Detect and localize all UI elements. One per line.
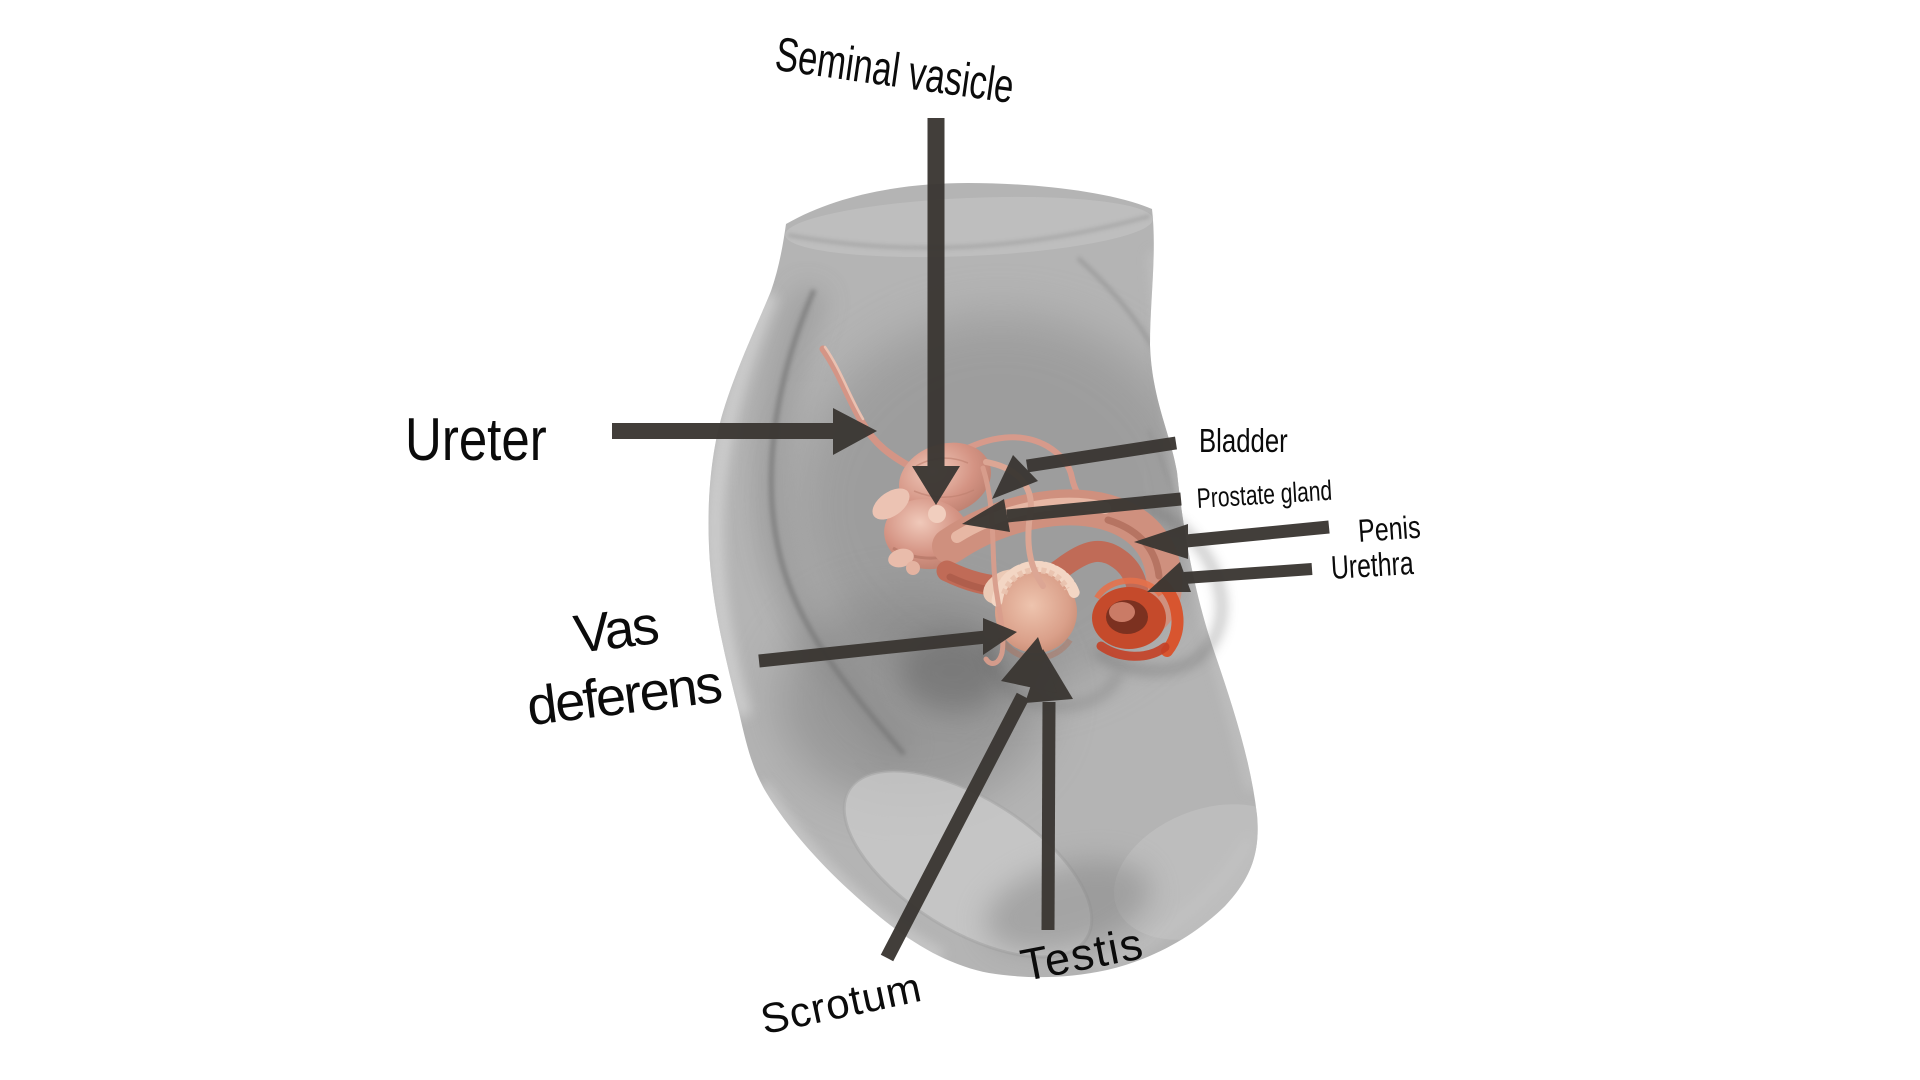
perineum-shadow <box>900 632 1004 712</box>
prostate-gland-arrow <box>962 492 1182 532</box>
left-edge-highlight <box>708 291 778 719</box>
scrotum-arrow-shaft <box>880 692 1030 962</box>
buttock-crease-line <box>768 289 906 756</box>
vas-deferens-arrow <box>758 618 1017 668</box>
annotation-arrows <box>612 118 1330 962</box>
bladder-arrow-shaft <box>1026 436 1177 473</box>
prostate-gland-arrow-head <box>962 499 1010 532</box>
ureter-tube <box>819 345 915 471</box>
bladder-arrow-head <box>992 455 1038 499</box>
bladder-arrow <box>992 436 1177 499</box>
glans-tip <box>1109 602 1135 622</box>
scrotum-arrow-head <box>1001 637 1057 693</box>
testis-arrow-shaft <box>1041 701 1056 931</box>
seminal-vasicle-arrow-head <box>912 466 960 505</box>
urethra-arrow-shaft <box>1183 563 1313 584</box>
label-vas-deferens: Vas deferens <box>523 595 724 738</box>
urethra-arrow <box>1147 562 1313 592</box>
seminal-vesicle-tip <box>928 505 946 523</box>
scrotum-arrow <box>880 637 1057 962</box>
between-thigh-shadow <box>985 859 1151 953</box>
ureter-arrow <box>612 408 877 455</box>
seminal-vesicle-lobe <box>872 488 910 520</box>
label-ureter: Ureter <box>405 406 547 473</box>
label-urethra: Urethra <box>1329 543 1415 586</box>
gland-nub-lower <box>888 548 914 568</box>
penis-arrow <box>1134 520 1330 559</box>
ureter-tube-highlight <box>823 345 865 421</box>
vas-deferens-arrow-head <box>983 618 1017 655</box>
torso-silhouette <box>708 183 1258 978</box>
label-penis: Penis <box>1356 508 1422 549</box>
penis-arrow-shaft <box>1185 520 1330 548</box>
seminal-vasicle-arrow <box>912 118 960 505</box>
glans-foreskin <box>1092 577 1184 661</box>
foreskin-bottom-flap <box>1096 641 1170 661</box>
gland-nub-small <box>906 561 920 575</box>
urethra-arrow-head <box>1147 562 1191 592</box>
ureter-arrow-head <box>833 408 877 455</box>
penis-arrow-head <box>1134 524 1188 559</box>
waist-cut-surface <box>785 196 1153 258</box>
prostate-gland-arrow-shaft <box>1006 492 1182 523</box>
vas-deferens-arrow-shaft <box>758 630 987 668</box>
waist-cut-rim <box>787 214 1151 250</box>
label-bladder: Bladder <box>1199 422 1288 459</box>
bladder-vein-lower <box>913 489 975 498</box>
